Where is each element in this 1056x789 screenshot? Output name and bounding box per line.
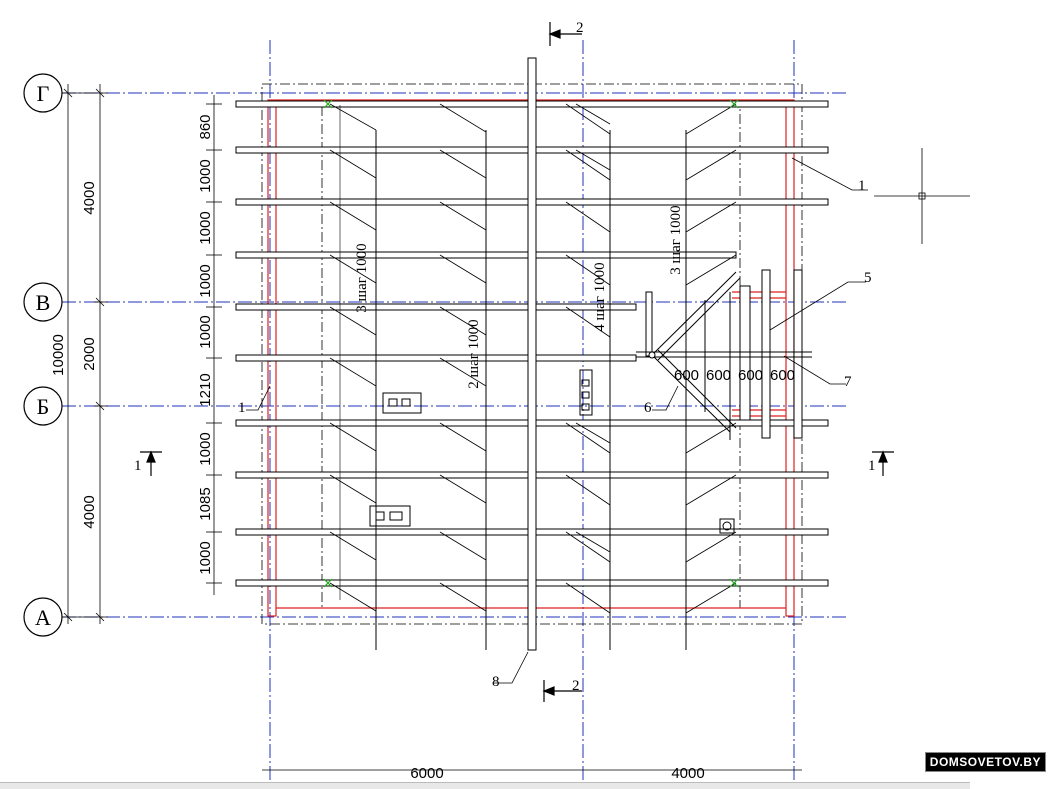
openings (369, 369, 735, 534)
stair-dim: 600 (738, 367, 763, 384)
group-label: 3 шаг 1000 (668, 205, 684, 274)
rafter-spacing: 1000 (197, 211, 214, 244)
beams (339, 57, 687, 651)
callout-1-left: 1 (238, 400, 246, 416)
section-2-bottom: 2 (572, 678, 580, 694)
dim-bottom-1: 6000 (410, 765, 443, 782)
axis-label-v: В (36, 290, 51, 315)
bottom-dimensions: 6000 4000 (410, 765, 704, 782)
section-2-top: 2 (576, 20, 584, 36)
dim-bottom-2: 4000 (671, 765, 704, 782)
axis-label-b: Б (37, 394, 50, 419)
group-label: 3 шаг 1000 (354, 243, 370, 312)
section-1-right: 1 (868, 458, 876, 474)
crosshair-mark (874, 148, 970, 244)
rafter-spacing: 1000 (197, 541, 214, 574)
axis-label-a: А (35, 605, 51, 630)
group-label: 4 шаг 1000 (592, 262, 608, 331)
dimension-lines (62, 84, 802, 771)
axis-label-g: Г (37, 81, 50, 106)
rafter-spacing: 1000 (197, 159, 214, 192)
stair-opening (636, 269, 812, 440)
callout-numbers: 1 1 5 7 6 8 (238, 178, 872, 690)
stair-dim: 600 (770, 367, 795, 384)
stair-dim: 600 (674, 367, 699, 384)
section-labels: 1 1 2 2 (134, 20, 876, 694)
callout-leaders (246, 157, 868, 684)
rafter-spacing: 1000 (197, 432, 214, 465)
rafter (235, 354, 637, 362)
site-watermark: DOMSOVETOV.BY (924, 752, 1046, 772)
dim-row-3: 4000 (81, 495, 98, 528)
rafter-spacing: 1000 (197, 315, 214, 348)
dimension-text: 4000 2000 4000 10000 860 1000 1000 1000 … (50, 114, 214, 574)
section-1-left: 1 (134, 458, 142, 474)
window-bottom-strip (0, 782, 970, 789)
callout-5: 5 (864, 270, 872, 286)
dim-row-2: 2000 (81, 337, 98, 370)
rafter-spacing: 1085 (197, 487, 214, 520)
rafter-arrows (329, 103, 737, 614)
callout-8: 8 (492, 674, 500, 690)
ridge-beam (527, 57, 537, 651)
dim-total: 10000 (50, 334, 67, 376)
callout-1-right: 1 (858, 178, 866, 194)
callout-6: 6 (644, 400, 652, 416)
rafter-spacing: 1000 (197, 264, 214, 297)
callout-7: 7 (844, 374, 852, 390)
rafter-spacing: 1210 (197, 373, 214, 406)
stair-spacing: 600 600 600 600 (674, 367, 795, 384)
group-label: 2 шаг 1000 (466, 319, 482, 388)
section-marks (140, 22, 894, 702)
axis-bubbles: Г В Б А (23, 73, 63, 637)
group-labels: 3 шаг 1000 2 шаг 1000 4 шаг 1000 3 шаг 1… (354, 205, 684, 388)
connection-marks (323, 99, 739, 588)
rafter (235, 303, 637, 311)
rafter-spacing: 860 (197, 114, 214, 139)
stair-dim: 600 (706, 367, 731, 384)
dim-row-1: 4000 (81, 181, 98, 214)
